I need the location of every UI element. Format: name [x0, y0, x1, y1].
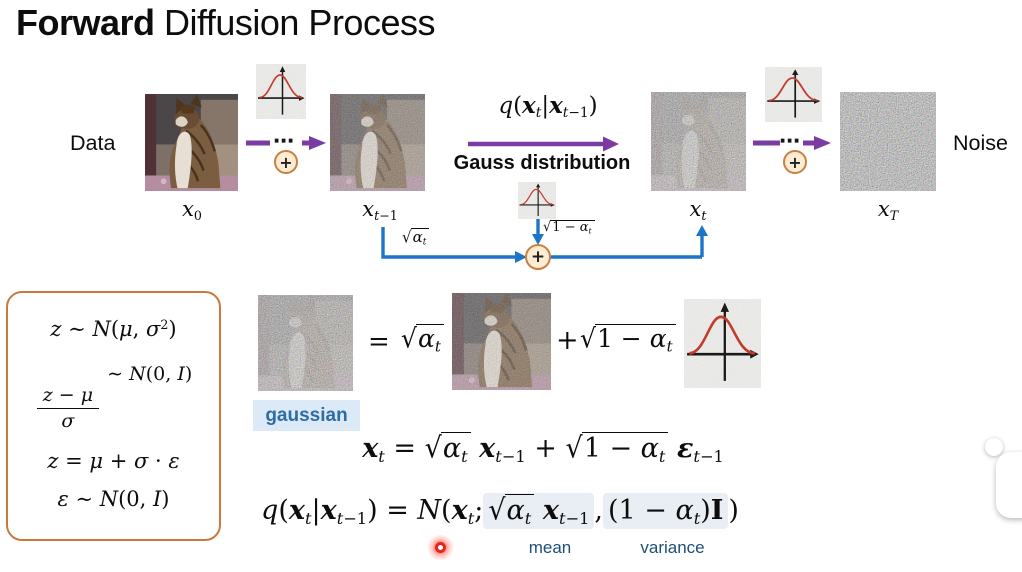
- equals-sign: =: [368, 327, 390, 357]
- clean-cat-image-x0: [145, 94, 238, 191]
- transition-probability-label: q(xt|xt−1): [498, 92, 598, 122]
- add-noise-arrow-right: [753, 136, 831, 150]
- light-noise-cat-image-xt1: [330, 94, 425, 191]
- gaussian-curve-icon: [256, 64, 306, 119]
- page-title: Forward Diffusion Process: [16, 2, 435, 44]
- sqrt-one-minus-alpha-flow-label: √1 − αt: [543, 220, 595, 236]
- formula-reparameterize: z = μ + σ · ε: [47, 449, 180, 473]
- gaussian-noise-term-image: [684, 299, 761, 388]
- xT-label: xT: [877, 197, 899, 223]
- scaling-flow-diagram: [381, 219, 708, 263]
- forward-transition-arrow: [468, 136, 619, 152]
- ellipsis-dots: ⋯: [273, 129, 295, 153]
- variance-label: variance: [640, 538, 705, 557]
- sqrt-alpha-flow-label: √αt: [402, 227, 430, 248]
- formula-epsilon-normal: ε ∼ N(0, I): [57, 487, 170, 511]
- laser-pointer-dot: [435, 542, 446, 553]
- floating-widget-dot[interactable]: [985, 438, 1003, 456]
- floating-widget-button[interactable]: [996, 452, 1022, 518]
- previous-step-cat-image: [452, 293, 551, 390]
- plus-sign: +: [556, 325, 579, 356]
- sqrt-alpha-coefficient: √αt: [401, 323, 444, 356]
- title-bold: Forward: [16, 2, 155, 43]
- data-label: Data: [70, 131, 116, 155]
- plus-in-circle-icon: +: [525, 244, 551, 270]
- gaussian-curve-icon: [518, 182, 556, 219]
- mean-label: mean: [528, 538, 572, 557]
- add-noise-arrow-left: [246, 136, 326, 150]
- gauss-distribution-label: Gauss distribution: [453, 152, 631, 174]
- gaussian-chip: gaussian: [253, 400, 360, 431]
- title-rest: Diffusion Process: [154, 2, 435, 43]
- xt1-label: xt−1: [362, 197, 398, 223]
- heavy-noise-cat-image-xt: [651, 92, 746, 191]
- xt-label: xt: [689, 197, 707, 223]
- gaussian-curve-icon: [765, 67, 822, 122]
- xt-recurrence-equation: xt = √αt xt−1 + √1 − αt εt−1: [362, 432, 724, 466]
- sqrt-one-minus-alpha-coefficient: √1 − αt: [580, 323, 676, 356]
- ellipsis-dots: ⋯: [779, 129, 801, 153]
- plus-in-circle-icon: +: [783, 150, 807, 174]
- x0-label: x0: [182, 197, 202, 223]
- formula-z-normal: z ∼ N(μ, σ2): [50, 317, 177, 341]
- noise-label: Noise: [953, 131, 1008, 155]
- pure-noise-image-xT: [840, 92, 936, 191]
- noisy-result-image: [258, 295, 353, 391]
- q-distribution-equation: q(xt|xt−1) = N(xt;√αt xt−1,(1 − αt)I): [261, 493, 739, 529]
- plus-in-circle-icon: +: [274, 150, 298, 174]
